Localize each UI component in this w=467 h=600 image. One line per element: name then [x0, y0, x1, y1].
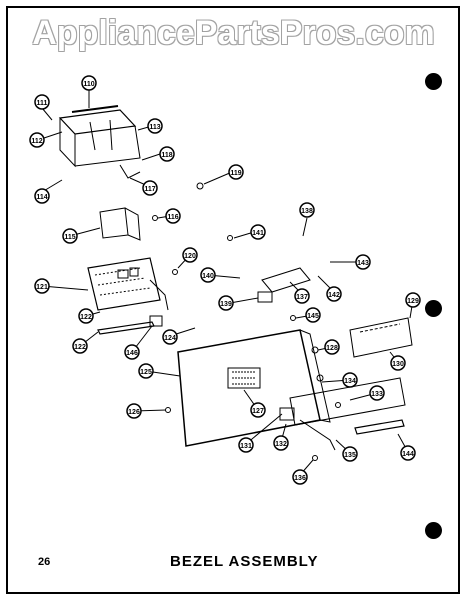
- callout-112: 112: [29, 132, 45, 148]
- callout-label: 137: [296, 294, 308, 301]
- callout-label: 136: [294, 475, 306, 482]
- callout-128: 128: [324, 339, 340, 355]
- callout-117: 117: [142, 180, 158, 196]
- callout-140: 140: [200, 267, 216, 283]
- callout-131: 131: [238, 437, 254, 453]
- callout-label: 135: [344, 452, 356, 459]
- callout-label: 117: [144, 186, 155, 193]
- callout-label: 146: [126, 350, 138, 357]
- callout-label: 144: [402, 451, 414, 458]
- callout-110: 110: [81, 75, 97, 91]
- page-number: 26: [38, 556, 51, 568]
- callout-label: 125: [140, 369, 152, 376]
- callout-label: 113: [149, 124, 160, 131]
- callout-label: 112: [31, 138, 42, 145]
- callout-136: 136: [292, 469, 308, 485]
- callout-144: 144: [400, 445, 416, 461]
- callout-label: 122: [80, 314, 92, 321]
- callout-133: 133: [369, 385, 385, 401]
- callout-label: 127: [252, 408, 264, 415]
- callout-113: 113: [147, 118, 163, 134]
- callout-label: 139: [220, 301, 232, 308]
- callout-114: 114: [34, 188, 50, 204]
- binder-hole-bottom: [425, 522, 442, 539]
- callout-label: 115: [64, 234, 75, 241]
- callout-146: 146: [124, 344, 140, 360]
- callout-130: 130: [390, 355, 406, 371]
- callout-label: 120: [184, 253, 196, 260]
- callout-label: 132: [275, 441, 287, 448]
- callout-143: 143: [355, 254, 371, 270]
- callout-141: 141: [250, 224, 266, 240]
- callout-115: 115: [62, 228, 78, 244]
- callout-label: 129: [407, 298, 419, 305]
- callout-label: 114: [36, 194, 47, 201]
- callout-label: 141: [252, 230, 264, 237]
- callout-label: 111: [37, 100, 48, 107]
- callout-121: 121: [34, 278, 50, 294]
- callout-139: 139: [218, 295, 234, 311]
- callout-label: 140: [202, 273, 214, 280]
- callout-label: 138: [301, 208, 313, 215]
- callout-138: 138: [299, 202, 315, 218]
- binder-hole-middle: [425, 300, 442, 317]
- callout-116: 116: [165, 208, 181, 224]
- callout-137: 137: [294, 288, 310, 304]
- callout-label: 122: [74, 344, 86, 351]
- callout-111: 111: [34, 94, 50, 110]
- callout-label: 134: [344, 378, 356, 385]
- callout-142: 142: [326, 286, 342, 302]
- callout-label: 143: [357, 260, 369, 267]
- callout-125: 125: [138, 363, 154, 379]
- page-frame: [6, 6, 460, 594]
- callout-124: 124: [162, 329, 178, 345]
- callout-132: 132: [273, 435, 289, 451]
- callout-127: 127: [250, 402, 266, 418]
- callout-135: 135: [342, 446, 358, 462]
- callout-119: 119: [228, 164, 244, 180]
- callout-label: 121: [36, 284, 48, 291]
- callout-label: 133: [371, 391, 383, 398]
- callout-label: 145: [307, 313, 319, 320]
- callout-label: 126: [128, 409, 140, 416]
- callout-145: 145: [305, 307, 321, 323]
- binder-hole-top: [425, 73, 442, 90]
- callout-129: 129: [405, 292, 421, 308]
- callout-label: 131: [240, 443, 252, 450]
- callout-label: 142: [328, 292, 340, 299]
- callout-122: 122: [78, 308, 94, 324]
- callout-label: 128: [326, 345, 338, 352]
- page-title: BEZEL ASSEMBLY: [170, 553, 319, 570]
- callout-118: 118: [159, 146, 175, 162]
- callout-label: 118: [161, 152, 172, 159]
- callout-120: 120: [182, 247, 198, 263]
- callout-label: 124: [164, 335, 176, 342]
- callout-label: 130: [392, 361, 404, 368]
- callout-group: 110 111 112 113 118 114 117 119 116 115 …: [29, 75, 421, 485]
- watermark: AppliancePartsPros.com: [32, 14, 435, 52]
- callout-126: 126: [126, 403, 142, 419]
- callout-122: 122: [72, 338, 88, 354]
- callout-134: 134: [342, 372, 358, 388]
- callout-label: 110: [83, 81, 94, 88]
- callout-label: 116: [167, 214, 178, 221]
- callout-label: 119: [230, 170, 241, 177]
